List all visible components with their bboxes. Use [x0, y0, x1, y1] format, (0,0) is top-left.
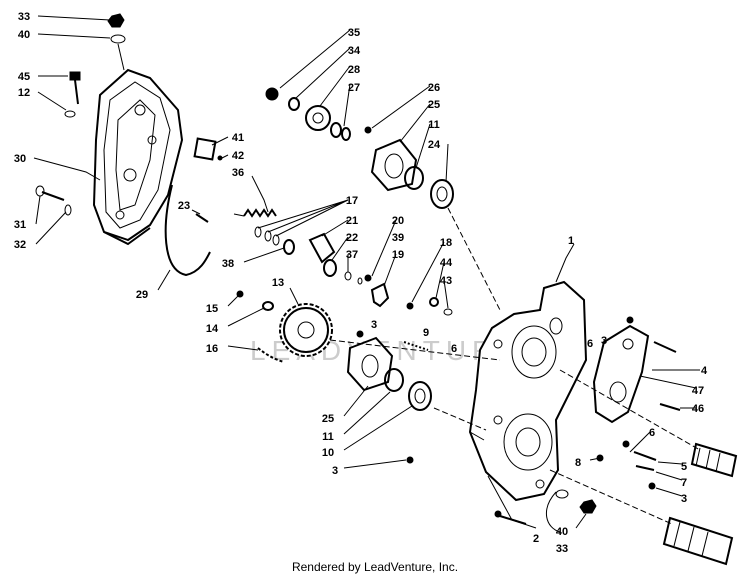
callout-8: 8 [575, 457, 581, 469]
callout-46: 46 [692, 403, 704, 415]
callout-11: 11 [428, 119, 440, 131]
callout-33: 33 [556, 543, 568, 555]
callout-36: 36 [232, 167, 244, 179]
callout-3: 3 [371, 319, 377, 331]
bolt-33-bottom [546, 489, 597, 533]
callout-7: 7 [681, 477, 687, 489]
callout-35: 35 [348, 27, 360, 39]
callout-33: 33 [18, 11, 30, 23]
callout-43: 43 [440, 275, 452, 287]
sprocket-13 [279, 303, 333, 357]
callout-11: 11 [322, 431, 334, 443]
shaft-lower-right [662, 516, 734, 566]
shaft-upper-right [690, 442, 738, 478]
bolt-33-top [107, 13, 126, 71]
callout-25: 25 [322, 413, 334, 425]
callout-13: 13 [272, 277, 284, 289]
upper-bearing [370, 138, 454, 209]
callout-37: 37 [346, 249, 358, 261]
callout-12: 12 [18, 87, 30, 99]
callout-19: 19 [392, 249, 404, 261]
callout-6: 6 [587, 338, 593, 350]
callout-9: 9 [423, 327, 429, 339]
callout-29: 29 [136, 289, 148, 301]
callout-21: 21 [346, 215, 358, 227]
lower-bearing [346, 330, 432, 464]
callout-5: 5 [681, 461, 687, 473]
callout-45: 45 [18, 71, 30, 83]
callout-20: 20 [392, 215, 404, 227]
callout-4: 4 [701, 365, 708, 377]
callout-28: 28 [348, 64, 360, 76]
callout-23: 23 [178, 200, 190, 212]
callout-10: 10 [322, 447, 334, 459]
callout-38: 38 [222, 258, 234, 270]
callout-6: 6 [451, 343, 457, 355]
callout-labels: 3340451230313229234142361721223738203919… [14, 11, 708, 555]
callout-30: 30 [14, 153, 26, 165]
callout-41: 41 [232, 132, 244, 144]
bolts-5-7-3 [596, 440, 657, 490]
cable-29 [164, 137, 223, 277]
callout-26: 26 [428, 82, 440, 94]
callout-3: 3 [332, 465, 338, 477]
callout-16: 16 [206, 343, 218, 355]
callout-24: 24 [428, 139, 441, 151]
callout-42: 42 [232, 150, 244, 162]
parts-18-44-43 [406, 297, 453, 316]
knob-45 [64, 71, 81, 118]
footer-credit: Rendered by LeadVenture, Inc. [291, 560, 459, 574]
callout-14: 14 [206, 323, 219, 335]
callout-15: 15 [206, 303, 218, 315]
callout-3: 3 [681, 493, 687, 505]
callout-27: 27 [348, 82, 360, 94]
bolt-31 [35, 185, 72, 216]
callout-3: 3 [601, 335, 607, 347]
callout-40: 40 [18, 29, 30, 41]
callout-32: 32 [14, 239, 26, 251]
spring-36 [233, 208, 277, 218]
callout-44: 44 [440, 257, 453, 269]
callout-25: 25 [428, 99, 440, 111]
callout-1: 1 [568, 235, 574, 247]
callout-39: 39 [392, 232, 404, 244]
callout-17: 17 [346, 195, 358, 207]
callout-2: 2 [533, 533, 539, 545]
upper-sprocket-stack [265, 87, 372, 141]
chaincase-housing [468, 280, 588, 502]
callout-6: 6 [649, 427, 655, 439]
lever-19 [364, 274, 390, 308]
bolt-15-washer-14 [236, 290, 285, 363]
callout-47: 47 [692, 385, 704, 397]
callout-34: 34 [348, 45, 361, 57]
shaft-parts [254, 226, 363, 285]
callout-40: 40 [556, 526, 568, 538]
chaincase-cover [92, 68, 184, 246]
bracket-47 [592, 316, 681, 424]
leader-lines [33, 15, 701, 529]
callout-18: 18 [440, 237, 452, 249]
callout-31: 31 [14, 219, 26, 231]
bolt-9 [403, 341, 429, 351]
callout-22: 22 [346, 232, 358, 244]
